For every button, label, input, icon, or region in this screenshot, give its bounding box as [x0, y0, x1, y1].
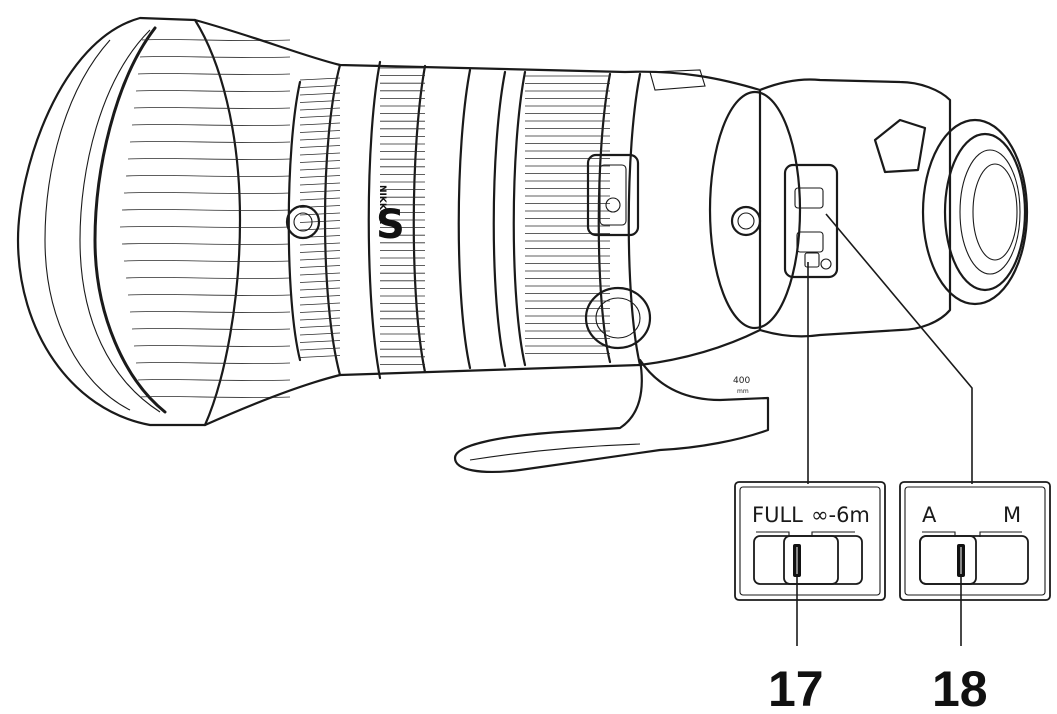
callout-17-number: 17	[768, 661, 824, 714]
focus-limit-range-label: ∞-6m	[811, 503, 870, 527]
lens-mount	[921, 118, 1029, 306]
callout-18-number: 18	[932, 661, 988, 714]
lens-barrel	[193, 18, 762, 427]
tripod-screw-icon	[285, 204, 321, 240]
focus-mode-a-label: A	[922, 503, 937, 527]
callout-18: A M	[899, 481, 1051, 601]
focus-mode-m-label: M	[1003, 503, 1021, 527]
collar-knob-icon	[584, 286, 652, 350]
tripod-foot	[453, 358, 770, 473]
lens-hood	[16, 16, 291, 427]
callout-17: FULL ∞-6m	[734, 481, 886, 601]
function-button-panel	[586, 153, 640, 237]
focus-mode-switch[interactable]	[919, 535, 1029, 585]
brand-name: NIKKOR	[377, 185, 387, 224]
brand-mark: S	[376, 202, 405, 248]
focal-unit: mm	[737, 388, 749, 395]
rear-barrel	[708, 78, 952, 338]
focus-limit-switch[interactable]	[753, 535, 863, 585]
focus-limit-full-label: FULL	[752, 503, 803, 527]
focal-mark: 400	[733, 376, 750, 386]
